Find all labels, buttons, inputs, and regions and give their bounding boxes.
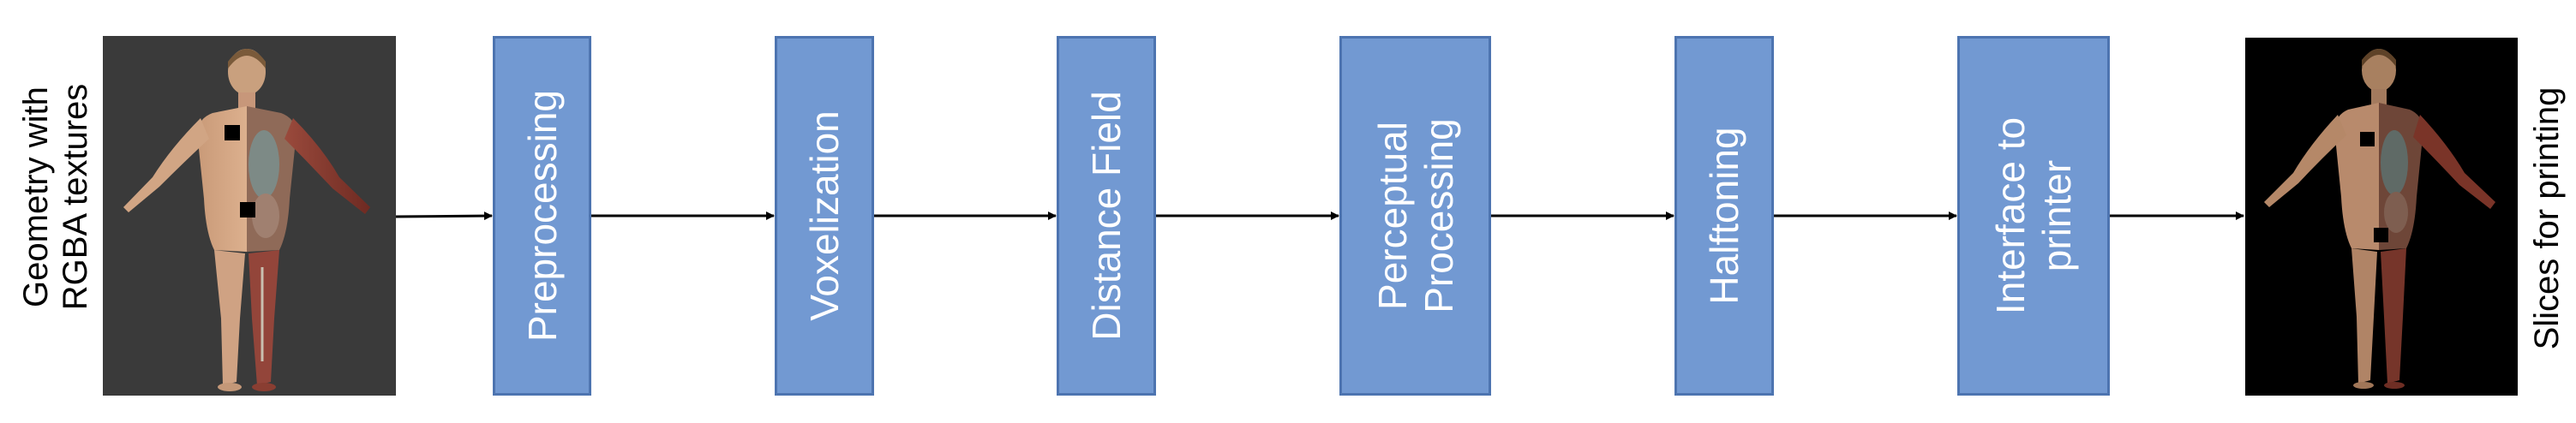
step-box-preprocessing: Preprocessing [493, 36, 591, 396]
step-box-voxelization: Voxelization [775, 36, 874, 396]
output-label-line1: Slices for printing [2528, 86, 2566, 350]
step-label-line1: Halftoning [1702, 127, 1746, 305]
step-box-interface-to-printer: Interface to printer [1957, 36, 2110, 396]
output-label: Slices for printing [2527, 87, 2567, 350]
output-slice-panel [2245, 38, 2518, 396]
step-label-line1: Perceptual [1369, 122, 1415, 310]
step-label: Interface to printer [1987, 117, 2080, 314]
input-figure-image [123, 49, 370, 391]
step-label: Distance Field [1083, 91, 1129, 340]
step-box-distance-field: Distance Field [1057, 36, 1156, 396]
step-label: Preprocessing [519, 90, 566, 342]
step-label: Halftoning [1701, 127, 1747, 304]
step-label: Perceptual Processing [1369, 118, 1462, 313]
step-label-line1: Voxelization [802, 110, 847, 321]
step-label-line2: Processing [1416, 118, 1461, 313]
step-label-line1: Distance Field [1084, 91, 1129, 341]
output-slice-image [2264, 49, 2495, 389]
step-label-line1: Interface to [1988, 116, 2033, 315]
step-label-line2: printer [2034, 159, 2079, 272]
arrow-1 [395, 212, 493, 221]
input-figure-panel [103, 36, 396, 396]
step-box-perceptual-processing: Perceptual Processing [1339, 36, 1491, 396]
step-box-halftoning: Halftoning [1674, 36, 1774, 396]
step-label-line1: Preprocessing [519, 89, 565, 343]
step-label: Voxelization [801, 110, 848, 321]
